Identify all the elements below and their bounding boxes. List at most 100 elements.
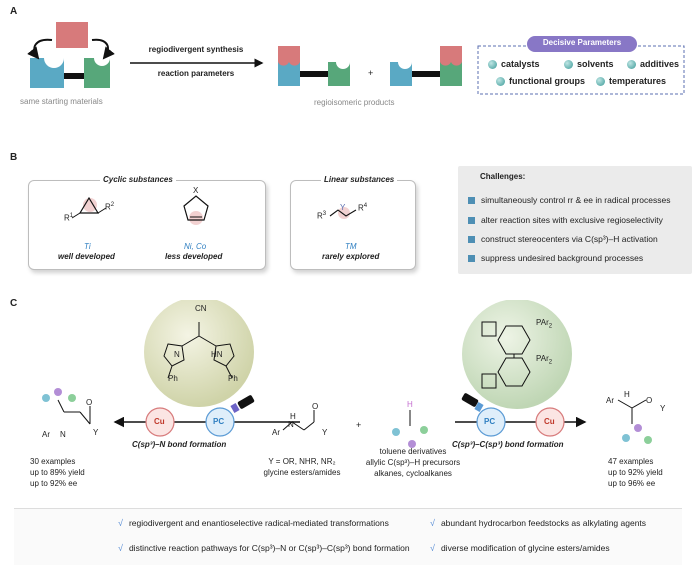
ligand-par-bottom: PAr2 [536, 354, 553, 366]
light-icon-right [461, 393, 484, 412]
left-product-o: O [86, 398, 93, 407]
pc-circle-right [476, 407, 506, 437]
param-catalysts: catalysts [488, 59, 540, 69]
teal-dot-icon [596, 76, 605, 86]
features-panel [14, 508, 682, 565]
cu-circle-left [145, 407, 175, 437]
center-caption: Y = OR, NHR, NR₂ glycine esters/amides [263, 457, 341, 477]
right-product [617, 399, 647, 424]
right-product-o: O [646, 396, 653, 405]
left-product-y: Y [93, 428, 99, 437]
params-title: Decisive Parameters [542, 38, 622, 47]
products-plus: + [368, 68, 374, 78]
ligand-hn: HN [211, 350, 223, 359]
params-box [477, 45, 685, 95]
teal-dot-icon [496, 76, 505, 86]
ligand-ph-right: Ph [228, 374, 238, 383]
cyclic-right-metal: Ni, Co [184, 242, 207, 251]
light-icon-left [230, 395, 255, 413]
section-a-graphics [27, 22, 685, 95]
glycine-y: Y [322, 428, 328, 437]
check-icon: √ [430, 518, 435, 528]
pc-label-right: PC [484, 417, 496, 426]
cu-label-left: Cu [154, 417, 165, 426]
cyclic-left-metal: Ti [84, 242, 91, 251]
epoxide-r1: R1 [64, 213, 74, 223]
glycine-ar: Ar [272, 428, 280, 437]
section-c-graphics [42, 300, 652, 448]
glycine-nh: H [290, 412, 296, 421]
green-piece [84, 58, 110, 88]
teal-dot-icon [564, 59, 573, 69]
arrow-bottom-label: reaction parameters [157, 69, 235, 78]
ligand-par-top: PAr2 [536, 318, 553, 330]
toluene-h: H [407, 400, 413, 409]
glycine-n: N [288, 420, 294, 429]
challenges-title: Challenges: [480, 172, 526, 181]
biaryl-ligand [481, 321, 531, 389]
glycine-o: O [312, 402, 319, 411]
challenge-4: suppress undesired background processes [468, 253, 643, 263]
box-ligand [163, 322, 235, 379]
left-bond-label: C(sp³)–N bond formation [132, 440, 227, 449]
right-product-nh: H [624, 390, 630, 399]
linear-r4: R4 [358, 203, 368, 213]
linear-status: rarely explored [322, 252, 380, 261]
param-temperatures: temperatures [596, 76, 666, 86]
left-caption: same starting materials [20, 97, 103, 106]
teal-piece [30, 58, 64, 88]
square-bullet-icon [468, 196, 475, 204]
teal-ball [42, 394, 50, 402]
pc-circle-left [205, 407, 235, 437]
feature-3: √distinctive reaction pathways for C(sp³… [118, 543, 410, 553]
cu-label-right: Cu [544, 417, 555, 426]
ring-structure [183, 195, 209, 225]
check-icon: √ [430, 543, 435, 553]
glycine-structure [282, 410, 315, 431]
teal-dot-icon [627, 59, 636, 69]
green-ball [68, 394, 76, 402]
param-solvents: solvents [564, 59, 614, 69]
challenge-2: alter reaction sites with exclusive regi… [468, 215, 663, 225]
linear-structure [329, 207, 357, 219]
ring-x: X [193, 186, 199, 195]
epoxide-r2: R2 [105, 202, 115, 212]
epoxide-structure [71, 196, 107, 219]
params-title-pill [527, 36, 637, 52]
cu-circle-right [535, 407, 565, 437]
right-product-ar: Ar [606, 396, 614, 405]
right-bond-label: C(sp³)–C(sp³) bond formation [452, 440, 564, 449]
check-icon: √ [118, 518, 123, 528]
product-2 [390, 46, 462, 86]
purple-ball [54, 388, 62, 396]
ligand-ph-left: Ph [168, 374, 178, 383]
left-product-n: N [60, 430, 66, 439]
teal-dot-icon [488, 59, 497, 69]
challenge-3: construct stereocenters via C(sp³)–H act… [468, 234, 658, 244]
feature-2: √abundant hydrocarbon feedstocks as alky… [430, 518, 647, 528]
right-stats: 47 examples up to 92% yield up to 96% ee [608, 457, 663, 488]
cyclic-right-status: less developed [165, 252, 223, 261]
toluene-structure [392, 410, 428, 448]
section-b-label: B [10, 152, 18, 163]
check-icon: √ [118, 543, 123, 553]
teal-ball [622, 434, 630, 442]
section-b-structures [71, 195, 357, 225]
param-functional-groups: functional groups [496, 76, 585, 86]
challenge-1: simultaneously control rr & ee in radica… [468, 195, 670, 205]
param-additives: additives [627, 59, 679, 69]
right-product-y: Y [660, 404, 666, 413]
linear-y: Y [340, 203, 346, 212]
pc-label-left: PC [213, 417, 225, 426]
linear-title: Linear substances [321, 175, 398, 184]
ligand-cn: CN [195, 304, 207, 313]
purple-ball [634, 424, 642, 432]
cyclic-left-status: well developed [58, 252, 115, 261]
arrow-top-label: regiodivergent synthesis [148, 45, 244, 54]
linear-metal: TM [345, 242, 357, 251]
feature-1: √regiodivergent and enantioselective rad… [118, 518, 389, 528]
starting-material-pieces [27, 22, 115, 88]
right-caption: regioisomeric products [314, 98, 395, 107]
green-ball [644, 436, 652, 444]
left-product [57, 399, 91, 425]
